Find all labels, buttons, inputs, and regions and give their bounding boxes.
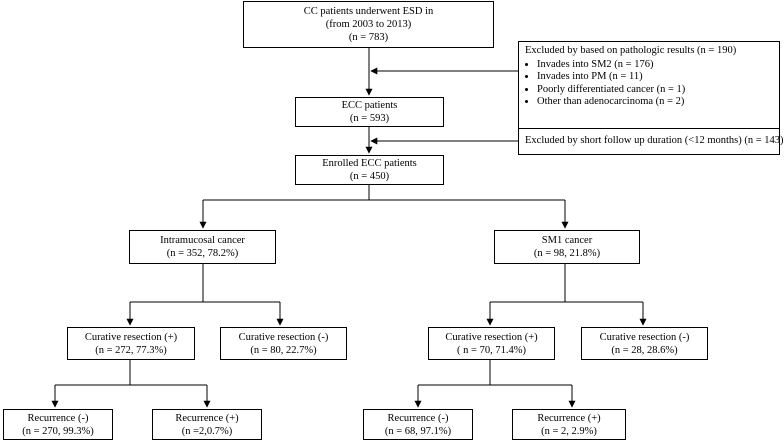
box-line: (n = 593) [349,113,390,124]
box-line: (from 2003 to 2013) [325,19,412,30]
box-sm1-cancer: SM1 cancer (n = 98, 21.8%) [494,230,640,264]
box-line: Curative resection (-) [238,331,329,343]
box-line: Intramucosal cancer [160,235,245,246]
box-line: (n = 352, 78.2%) [166,248,239,259]
box-ecc-patients: ECC patients (n = 593) [295,97,444,127]
box-line: Recurrence (+) [175,412,239,424]
box-line: (n = 28, 28.6%) [611,344,678,356]
box-line: (n = 272, 77.3%) [95,344,167,356]
box-sm-recurrence-negative: Recurrence (-) (n = 68, 97.1%) [363,409,473,440]
box-line: (n = 80, 22.7%) [250,344,317,356]
box-excluded-pathologic: Excluded by based on pathologic results … [518,41,780,129]
exclusion-item: Invades into PM (n = 11) [537,71,773,84]
exclusion-item: Invades into SM2 (n = 176) [537,59,773,72]
box-im-curative-positive: Curative resection (+) (n = 272, 77.3%) [67,327,195,360]
box-line: (n = 270, 99.3%) [22,425,94,437]
box-line: Recurrence (-) [387,412,449,424]
box-im-recurrence-positive: Recurrence (+) (n =2,0.7%) [152,409,262,440]
box-sm-recurrence-positive: Recurrence (+) (n = 2, 2.9%) [512,409,626,440]
box-line: CC patients underwent ESD in [303,6,434,17]
exclusion-item: Other than adenocarcinoma (n = 2) [537,96,773,109]
box-line: (n = 2, 2.9%) [541,425,597,437]
box-intramucosal-cancer: Intramucosal cancer (n = 352, 78.2%) [129,230,276,264]
box-line: Curative resection (+) [445,331,538,343]
box-line: ECC patients [341,100,398,111]
box-line: Enrolled ECC patients [322,158,417,169]
box-line: Curative resection (-) [599,331,690,343]
box-line: ( n = 70, 71.4%) [457,344,526,356]
box-im-curative-negative: Curative resection (-) (n = 80, 22.7%) [220,327,347,360]
box-sm-curative-negative: Curative resection (-) (n = 28, 28.6%) [581,327,708,360]
exclusion-title: Excluded by based on pathologic results … [525,45,737,56]
box-line: SM1 cancer [541,235,593,246]
exclusion-title: Excluded by short follow up duration (<1… [525,135,784,147]
box-excluded-followup: Excluded by short follow up duration (<1… [518,128,784,155]
box-line: Recurrence (+) [537,412,601,424]
box-sm-curative-positive: Curative resection (+) ( n = 70, 71.4%) [428,327,555,360]
box-line: Curative resection (+) [84,331,178,343]
box-cc-patients-esd: CC patients underwent ESD in (from 2003 … [243,1,494,48]
exclusion-item: Poorly differentiated cancer (n = 1) [537,84,773,97]
box-line: (n = 783) [348,32,389,43]
box-line: (n = 450) [349,171,390,182]
box-line: (n = 98, 21.8%) [533,248,601,259]
box-line: (n =2,0.7%) [181,425,233,437]
box-im-recurrence-negative: Recurrence (-) (n = 270, 99.3%) [3,409,113,440]
exclusion-list: Invades into SM2 (n = 176) Invades into … [525,59,773,109]
box-line: (n = 68, 97.1%) [384,425,452,437]
box-enrolled-ecc-patients: Enrolled ECC patients (n = 450) [295,155,444,185]
box-line: Recurrence (-) [27,412,89,424]
